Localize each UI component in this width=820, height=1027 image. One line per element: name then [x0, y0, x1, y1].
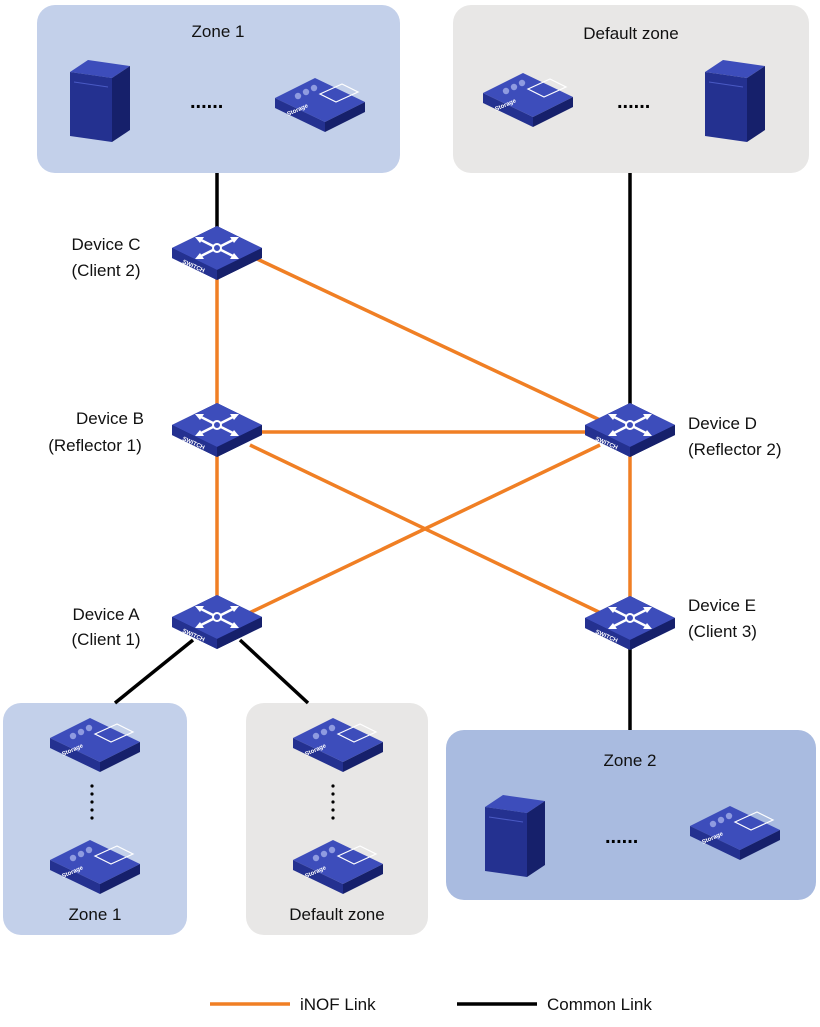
link-b-e: [249, 443, 606, 617]
vertical-ellipsis: [90, 784, 94, 820]
zone-label-top-left: Zone 1: [192, 22, 245, 41]
vertical-ellipsis: [331, 784, 335, 820]
ellipsis: ......: [190, 91, 223, 113]
zone-bottom-left: [3, 703, 187, 935]
server-icon: [484, 794, 546, 878]
server-icon: [704, 59, 766, 143]
device-a-role: (Client 1): [72, 630, 141, 649]
common-links: [113, 173, 632, 730]
zone-label-bottom-right: Zone 2: [604, 751, 657, 770]
link-d-a: [244, 443, 601, 617]
device-a-name: Device A: [72, 605, 140, 624]
switch-icon: [170, 224, 264, 282]
switch-icon: [583, 594, 677, 652]
device-b-role: (Reflector 1): [48, 436, 142, 455]
link-a-defaultzone: [238, 638, 310, 705]
switch-icon: [583, 401, 677, 459]
device-c-name: Device C: [72, 235, 141, 254]
device-e-name: Device E: [688, 596, 756, 615]
switch-icon: [170, 401, 264, 459]
device-b-name: Device B: [76, 409, 144, 428]
legend-common-label: Common Link: [547, 995, 652, 1014]
zone-label-bottom-left: Zone 1: [69, 905, 122, 924]
device-e-role: (Client 3): [688, 622, 757, 641]
device-c-role: (Client 2): [72, 261, 141, 280]
ellipsis: ......: [617, 91, 650, 113]
device-d-role: (Reflector 2): [688, 440, 782, 459]
link-a-zone1: [113, 638, 195, 705]
zone-label-bottom-mid: Default zone: [289, 905, 384, 924]
zone-bottom-mid: [246, 703, 428, 935]
legend-inof-label: iNOF Link: [300, 995, 376, 1014]
device-d-name: Device D: [688, 414, 757, 433]
legend: iNOF Link Common Link: [210, 995, 652, 1014]
zone-label-top-right: Default zone: [583, 24, 678, 43]
ellipsis: ......: [605, 826, 638, 848]
inof-links: [215, 256, 632, 617]
link-c-d: [254, 256, 601, 422]
server-icon: [69, 59, 131, 143]
switch-icon: [170, 593, 264, 651]
